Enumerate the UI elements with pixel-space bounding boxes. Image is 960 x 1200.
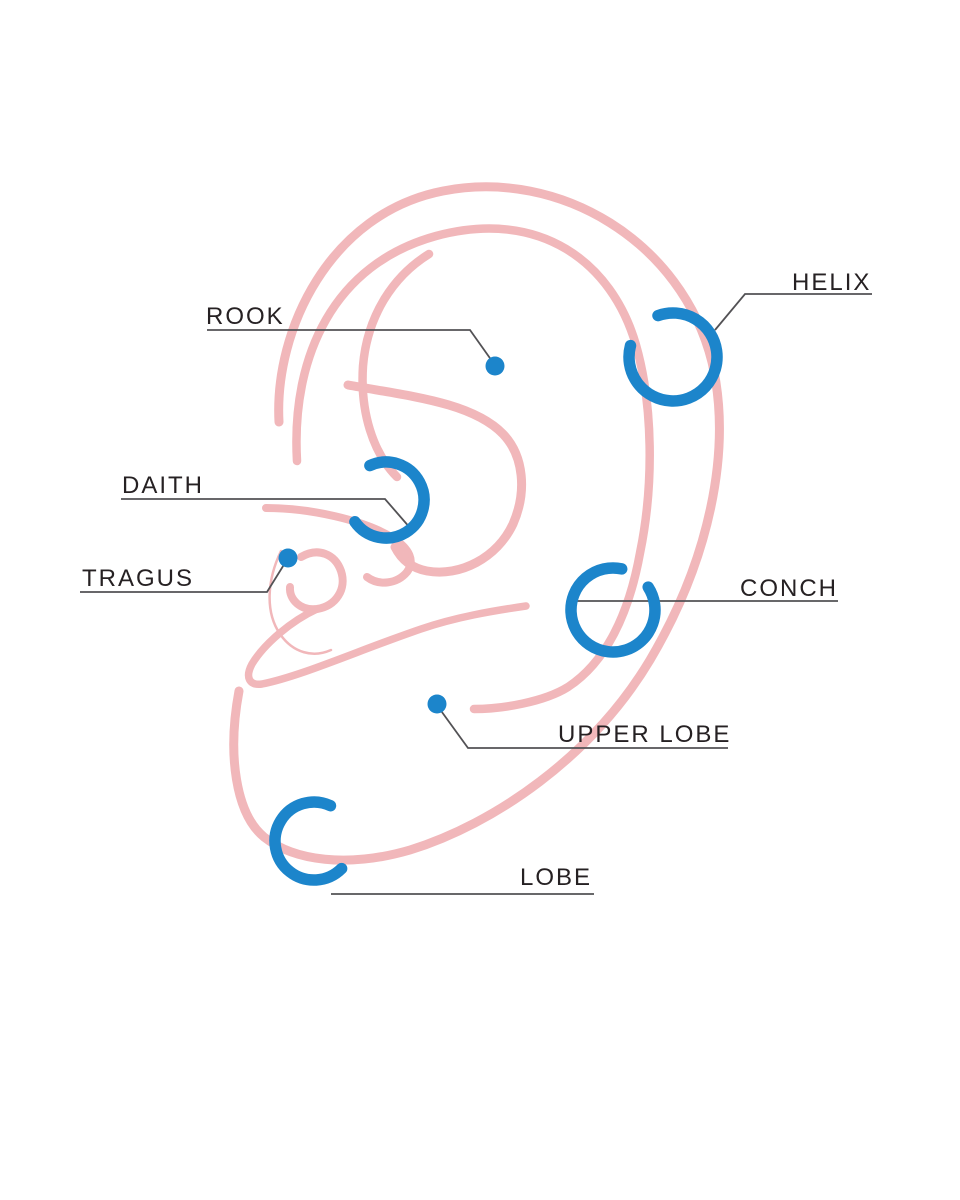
daith-leader-line [121,498,412,530]
label-daith: DAITH [122,472,204,499]
label-helix: HELIX [792,269,872,296]
helix-leader-line [714,293,872,331]
leader-lines [80,293,872,895]
ear-helix-crus [358,249,434,482]
conch-ring-marker [565,562,661,658]
tragus-dot-marker [278,548,298,568]
upper-lobe-leader-line [438,707,728,749]
helix-ring-marker [623,307,723,407]
ear-outer-outline [229,182,724,865]
rook-dot-marker [485,356,505,376]
ear-illustration [229,182,724,865]
ear-antihelix-bowl [343,380,526,577]
label-lobe: LOBE [520,864,593,891]
rook-leader-line [207,329,493,362]
lobe-ring-marker [269,796,348,886]
tragus-leader-line [80,562,286,593]
upper-lobe-dot-marker [427,694,447,714]
label-tragus: TRAGUS [82,565,195,592]
piercing-markers [269,307,723,886]
label-upper-lobe: UPPER LOBE [558,721,732,748]
ear-inner-helix-fold [292,224,654,714]
daith-ring-marker [349,456,430,544]
ear-concha-bottom [244,602,530,688]
label-conch: CONCH [740,575,838,602]
ear-tragus-knob [286,548,347,614]
ear-concha-top-band [262,504,415,587]
label-rook: ROOK [206,303,285,330]
